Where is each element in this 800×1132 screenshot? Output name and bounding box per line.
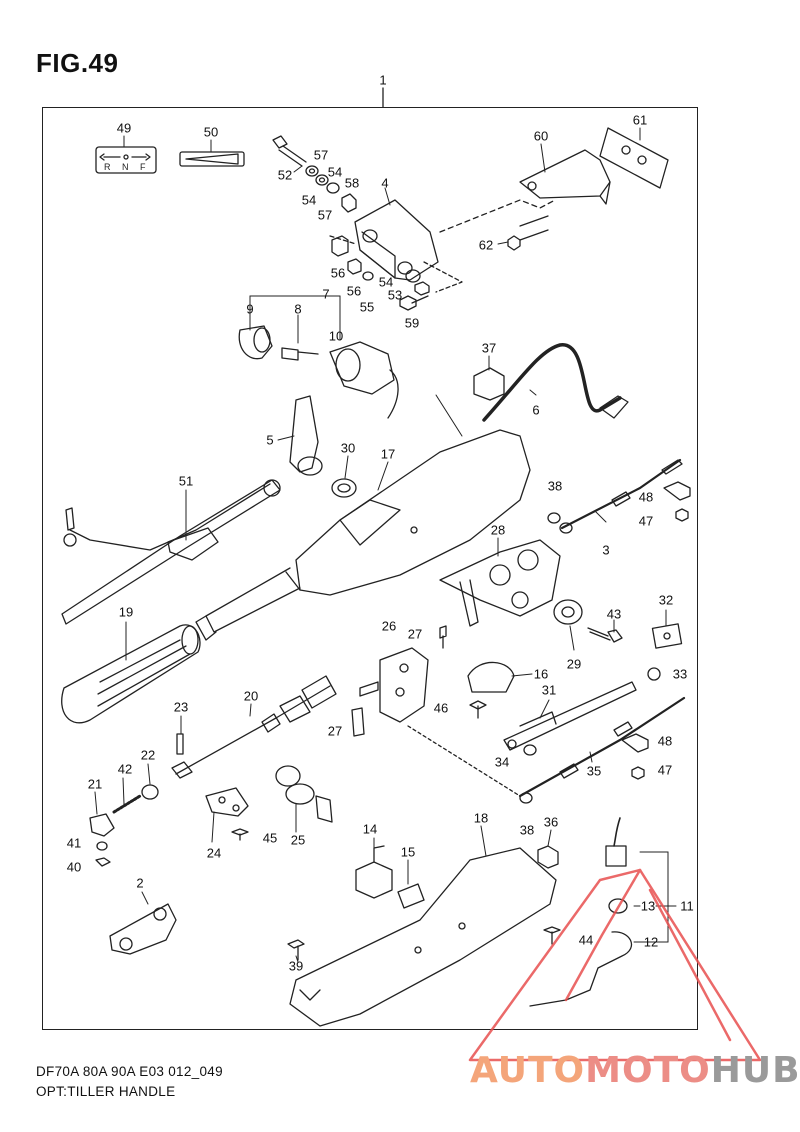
callout-20: 20 bbox=[243, 688, 259, 704]
model-line: DF70A 80A 90A E03 012_049 bbox=[36, 1064, 223, 1079]
mount-bracket bbox=[519, 149, 611, 205]
callout-32: 32 bbox=[658, 592, 674, 608]
callout-9: 9 bbox=[246, 301, 254, 317]
figure-caption: OPT:TILLER HANDLE bbox=[36, 1084, 176, 1099]
callout-48: 48 bbox=[638, 489, 654, 505]
callout-3: 3 bbox=[602, 542, 610, 558]
callout-46: 46 bbox=[433, 700, 449, 716]
callout-57: 57 bbox=[317, 207, 333, 223]
tiller-rod bbox=[61, 479, 281, 625]
callout-61: 61 bbox=[632, 112, 648, 128]
bolt-52 bbox=[272, 135, 307, 167]
callout-57: 57 bbox=[313, 147, 329, 163]
callout-15: 15 bbox=[400, 844, 416, 860]
callout-40: 40 bbox=[66, 859, 82, 875]
callout-27: 27 bbox=[327, 723, 343, 739]
callout-19: 19 bbox=[118, 604, 134, 620]
callout-21: 21 bbox=[87, 776, 103, 792]
figure-title: FIG.49 bbox=[36, 48, 119, 78]
callout-26: 26 bbox=[381, 618, 397, 634]
callout-37: 37 bbox=[481, 340, 497, 356]
callout-52: 52 bbox=[277, 167, 293, 183]
callout-36: 36 bbox=[543, 814, 559, 830]
callout-33: 33 bbox=[672, 666, 688, 682]
callout-45: 45 bbox=[262, 830, 278, 846]
callout-35: 35 bbox=[586, 763, 602, 779]
callout-38: 38 bbox=[519, 822, 535, 838]
callout-38: 38 bbox=[547, 478, 563, 494]
callout-30: 30 bbox=[340, 440, 356, 456]
callout-18: 18 bbox=[473, 810, 489, 826]
callout-47: 47 bbox=[638, 513, 654, 529]
throttle-friction-lever bbox=[289, 395, 323, 476]
callout-6: 6 bbox=[532, 402, 540, 418]
callout-28: 28 bbox=[490, 522, 506, 538]
callout-41: 41 bbox=[66, 835, 82, 851]
callout-13: 13 bbox=[640, 898, 656, 914]
diagram-frame bbox=[42, 107, 698, 1030]
tiller-arm bbox=[195, 429, 531, 641]
throttle-decal bbox=[179, 151, 245, 167]
callout-31: 31 bbox=[541, 682, 557, 698]
callout-27: 27 bbox=[407, 626, 423, 642]
switch-assembly bbox=[439, 539, 561, 627]
callout-16: 16 bbox=[533, 666, 549, 682]
callout-34: 34 bbox=[494, 754, 510, 770]
callout-10: 10 bbox=[328, 328, 344, 344]
watermark-hub: HUB bbox=[710, 1050, 800, 1091]
callout-56: 56 bbox=[330, 265, 346, 281]
watermark-logo: AUTOMOTOHUB bbox=[470, 1050, 800, 1091]
callout-12: 12 bbox=[643, 934, 659, 950]
shift-indicator-plate: R N F bbox=[95, 146, 157, 174]
tiller-lower-cover bbox=[289, 847, 557, 1027]
plate-letter-n: N bbox=[122, 162, 129, 172]
plate-letter-r: R bbox=[104, 162, 111, 172]
callout-47: 47 bbox=[657, 762, 673, 778]
callout-49: 49 bbox=[116, 120, 132, 136]
callout-54: 54 bbox=[378, 274, 394, 290]
callout-54: 54 bbox=[327, 164, 343, 180]
callout-17: 17 bbox=[380, 446, 396, 462]
callout-4: 4 bbox=[381, 175, 389, 191]
callout-48: 48 bbox=[657, 733, 673, 749]
callout-24: 24 bbox=[206, 845, 222, 861]
callout-55: 55 bbox=[359, 299, 375, 315]
callout-8: 8 bbox=[294, 301, 302, 317]
callout-23: 23 bbox=[173, 699, 189, 715]
rubber-pad bbox=[599, 127, 669, 189]
callout-56: 56 bbox=[346, 283, 362, 299]
callout-44: 44 bbox=[578, 932, 594, 948]
callout-50: 50 bbox=[203, 124, 219, 140]
callout-43: 43 bbox=[606, 606, 622, 622]
callout-29: 29 bbox=[566, 656, 582, 672]
tiller-grip bbox=[61, 624, 201, 724]
callout-7: 7 bbox=[322, 286, 330, 302]
callout-22: 22 bbox=[140, 747, 156, 763]
watermark-moto: MOTO bbox=[585, 1050, 711, 1091]
callout-62: 62 bbox=[478, 237, 494, 253]
callout-58: 58 bbox=[344, 175, 360, 191]
tiller-bracket bbox=[354, 199, 439, 281]
callout-2: 2 bbox=[136, 875, 144, 891]
callout-60: 60 bbox=[533, 128, 549, 144]
plate-letter-f: F bbox=[140, 162, 146, 172]
callout-39: 39 bbox=[288, 958, 304, 974]
callout-59: 59 bbox=[404, 315, 420, 331]
callout-11: 11 bbox=[680, 898, 694, 914]
callout-14: 14 bbox=[362, 821, 378, 837]
callout-5: 5 bbox=[266, 432, 274, 448]
watermark-auto: AUTO bbox=[470, 1050, 586, 1091]
watermark-triangle bbox=[468, 868, 762, 1062]
callout-25: 25 bbox=[290, 832, 306, 848]
callout-42: 42 bbox=[117, 761, 133, 777]
callout-1: 1 bbox=[379, 72, 387, 88]
callout-53: 53 bbox=[387, 287, 403, 303]
callout-51: 51 bbox=[178, 473, 194, 489]
callout-54: 54 bbox=[301, 192, 317, 208]
